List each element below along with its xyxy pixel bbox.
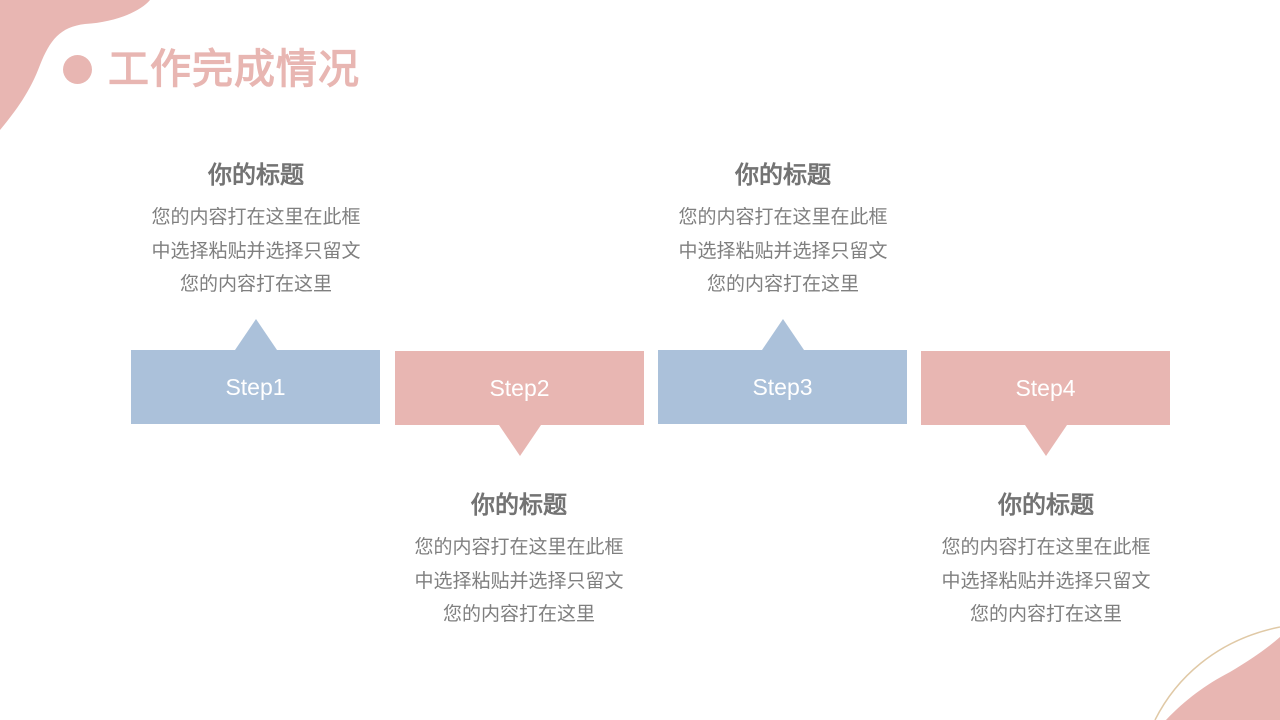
pointer-down-icon [498, 425, 541, 456]
step4-line-2: 中选择粘贴并选择只留文 [941, 569, 1151, 592]
step4-text-block: 你的标题 您的内容打在这里在此框 中选择粘贴并选择只留文 您的内容打在这里 [916, 489, 1176, 632]
bottom-right-blob [1166, 637, 1280, 720]
step1-line-2: 中选择粘贴并选择只留文 [151, 239, 361, 262]
step1-box: Step1 [131, 319, 380, 424]
step4-line-3: 您的内容打在这里 [969, 603, 1122, 625]
step3-line-3: 您的内容打在这里 [706, 273, 859, 295]
circle-bullet-icon [63, 54, 92, 84]
step2-line-2: 中选择粘贴并选择只留文 [414, 569, 624, 592]
step2-box: Step2 [395, 351, 644, 456]
step3-text-block: 你的标题 您的内容打在这里在此框 中选择粘贴并选择只留文 您的内容打在这里 [653, 159, 913, 302]
step2-line-1: 您的内容打在这里在此框 [414, 536, 624, 558]
page-header: 工作完成情况 [63, 42, 360, 96]
step1-line-1: 您的内容打在这里在此框 [151, 206, 361, 228]
page-title: 工作完成情况 [108, 45, 360, 93]
step3-box: Step3 [658, 319, 907, 424]
step2-heading: 你的标题 [471, 491, 567, 519]
step1-text-block: 你的标题 您的内容打在这里在此框 中选择粘贴并选择只留文 您的内容打在这里 [126, 159, 386, 302]
step2-label: Step2 [489, 374, 550, 401]
step4-line-1: 您的内容打在这里在此框 [941, 536, 1151, 558]
step2-text-block: 你的标题 您的内容打在这里在此框 中选择粘贴并选择只留文 您的内容打在这里 [389, 489, 649, 632]
step1-heading: 你的标题 [208, 161, 304, 189]
step3-heading: 你的标题 [735, 161, 831, 189]
step2-line-3: 您的内容打在这里 [442, 603, 595, 625]
pointer-down-icon [1024, 425, 1067, 456]
step3-line-1: 您的内容打在这里在此框 [678, 206, 888, 228]
step1-line-3: 您的内容打在这里 [179, 273, 332, 295]
step1-label: Step1 [225, 373, 286, 400]
step3-line-2: 中选择粘贴并选择只留文 [678, 239, 888, 262]
step4-box: Step4 [921, 351, 1170, 456]
step4-label: Step4 [1015, 374, 1076, 401]
bottom-right-arc-line [1154, 626, 1280, 720]
pointer-up-icon [234, 319, 277, 350]
step3-label: Step3 [752, 373, 813, 400]
pointer-up-icon [761, 319, 804, 350]
step4-heading: 你的标题 [998, 491, 1094, 519]
